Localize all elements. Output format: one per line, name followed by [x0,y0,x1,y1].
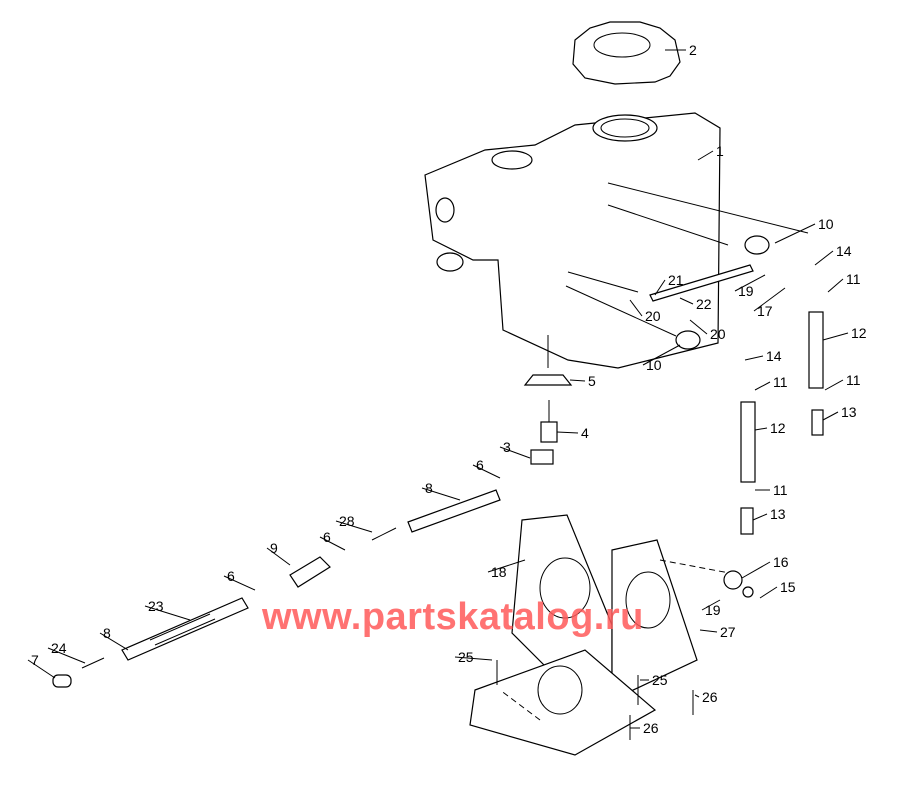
leader-line [822,332,849,341]
callout-3: 3 [503,439,511,455]
leader-line [754,427,768,431]
callout-10: 10 [818,216,834,232]
callout-25: 25 [458,649,474,665]
leader-line [319,536,346,551]
callout-17: 17 [757,303,773,319]
callout-18: 18 [491,564,507,580]
leader-line [741,561,771,579]
leader-line [694,694,700,698]
callout-8: 8 [103,625,111,641]
callout-13: 13 [770,506,786,522]
leader-line [814,250,834,266]
leader-line [421,487,461,501]
leader-line [499,446,531,459]
leader-line [454,656,493,661]
callout-11: 11 [846,271,861,287]
callout-20: 20 [645,308,661,324]
callout-21: 21 [668,272,684,288]
leader-line [223,575,256,591]
leader-line [744,355,764,361]
callout-20: 20 [710,326,726,342]
callout-26: 26 [702,689,718,705]
leader-line [759,586,778,599]
callout-9: 9 [270,540,278,556]
leader-line [754,381,771,391]
callout-14: 14 [766,348,782,364]
leader-line [266,547,291,566]
leader-line [556,431,579,434]
leader-line [335,520,373,533]
leader-line [144,605,191,621]
callout-6: 6 [227,568,235,584]
leader-line [734,274,766,292]
leader-line [487,559,526,573]
leader-line [642,344,681,366]
leader-line [689,319,708,335]
callout-11: 11 [773,482,788,498]
callout-13: 13 [841,404,857,420]
callout-19: 19 [738,283,754,299]
callout-1: 1 [716,143,724,159]
callout-26: 26 [643,720,659,736]
leader-line [697,150,714,161]
callout-14: 14 [836,243,852,259]
leader-line [47,647,86,664]
leader-line [822,411,839,421]
callout-11: 11 [773,374,788,390]
oil-tank [424,112,721,369]
callout-19: 19 [705,602,721,618]
callout-5: 5 [588,373,596,389]
mount-bracket [469,514,698,756]
callout-11: 11 [846,372,861,388]
callout-22: 22 [696,296,712,312]
callout-4: 4 [581,425,589,441]
callout-23: 23 [148,598,164,614]
leader-line [827,278,844,293]
callout-7: 7 [31,652,39,668]
leader-line [753,287,786,312]
callout-12: 12 [770,420,786,436]
leader-line [654,279,666,296]
watermark: www.partskatalog.ru [262,596,644,638]
callout-15: 15 [780,579,796,595]
leader-line [629,299,643,317]
callout-27: 27 [720,624,736,640]
callout-10: 10 [646,357,662,373]
callout-25: 25 [652,672,668,688]
tank-cap [572,21,681,85]
leader-line [774,223,816,244]
leader-line [679,297,694,305]
callout-28: 28 [339,513,355,529]
leader-line [569,379,586,382]
callout-16: 16 [773,554,789,570]
leader-line [472,464,501,479]
leader-line [752,513,768,521]
leader-line [824,379,844,391]
callout-12: 12 [851,325,867,341]
callout-24: 24 [51,640,67,656]
callout-6: 6 [323,529,331,545]
callout-8: 8 [425,480,433,496]
leader-line [701,599,721,611]
leader-line [27,659,56,679]
callout-2: 2 [689,42,697,58]
leader-line [99,632,129,651]
callout-6: 6 [476,457,484,473]
leader-line [699,629,718,633]
